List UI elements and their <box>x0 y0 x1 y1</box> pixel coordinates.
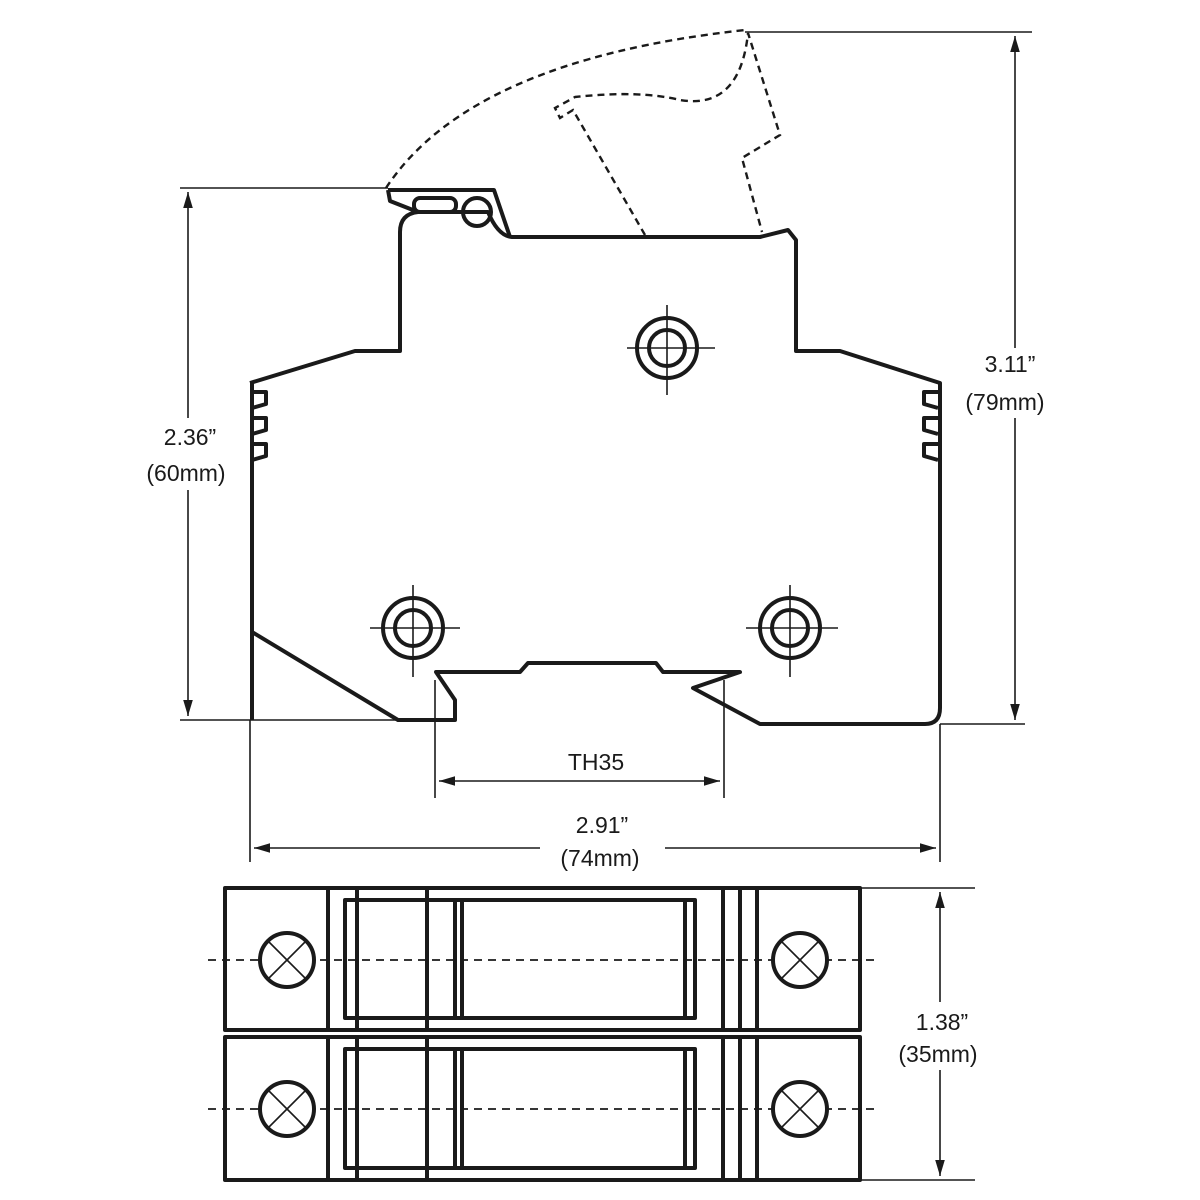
fuse-carrier <box>343 1047 697 1170</box>
screw-cross <box>268 1090 306 1128</box>
pole-outline <box>223 886 862 1032</box>
screw-cross <box>781 941 819 979</box>
screw-left <box>370 585 460 677</box>
top-view <box>208 886 880 1182</box>
handle-pivot <box>461 196 493 228</box>
handle-latch <box>386 189 419 214</box>
vents-right <box>922 390 939 462</box>
width-inch: 2.91” <box>576 812 628 838</box>
handle-slot <box>412 196 458 214</box>
height-body-mm: (60mm) <box>146 460 225 486</box>
screw-top <box>627 305 715 395</box>
screw-right <box>746 585 838 677</box>
side-view <box>249 28 942 726</box>
screw-cross <box>268 941 306 979</box>
dimension-total-height: 3.11” (79mm) <box>745 31 1060 725</box>
lever-open-position <box>384 28 782 236</box>
fuse-carrier <box>343 898 697 1020</box>
dimension-depth: 1.38” (35mm) <box>860 887 995 1181</box>
dimension-rail: TH35 <box>434 680 725 798</box>
dimension-width: 2.91” (74mm) <box>249 720 941 871</box>
height-total-mm: (79mm) <box>965 389 1044 415</box>
vents-left <box>251 390 268 462</box>
height-total-inch: 3.11” <box>985 351 1036 377</box>
height-body-inch: 2.36” <box>164 424 216 450</box>
body-outline <box>249 210 942 726</box>
handle-top <box>388 188 512 238</box>
screw-cross <box>781 1090 819 1128</box>
dimension-body-height: 2.36” (60mm) <box>130 187 398 721</box>
rail-label: TH35 <box>568 749 624 775</box>
width-mm: (74mm) <box>560 845 639 871</box>
depth-inch: 1.38” <box>916 1009 968 1035</box>
depth-mm: (35mm) <box>898 1041 977 1067</box>
